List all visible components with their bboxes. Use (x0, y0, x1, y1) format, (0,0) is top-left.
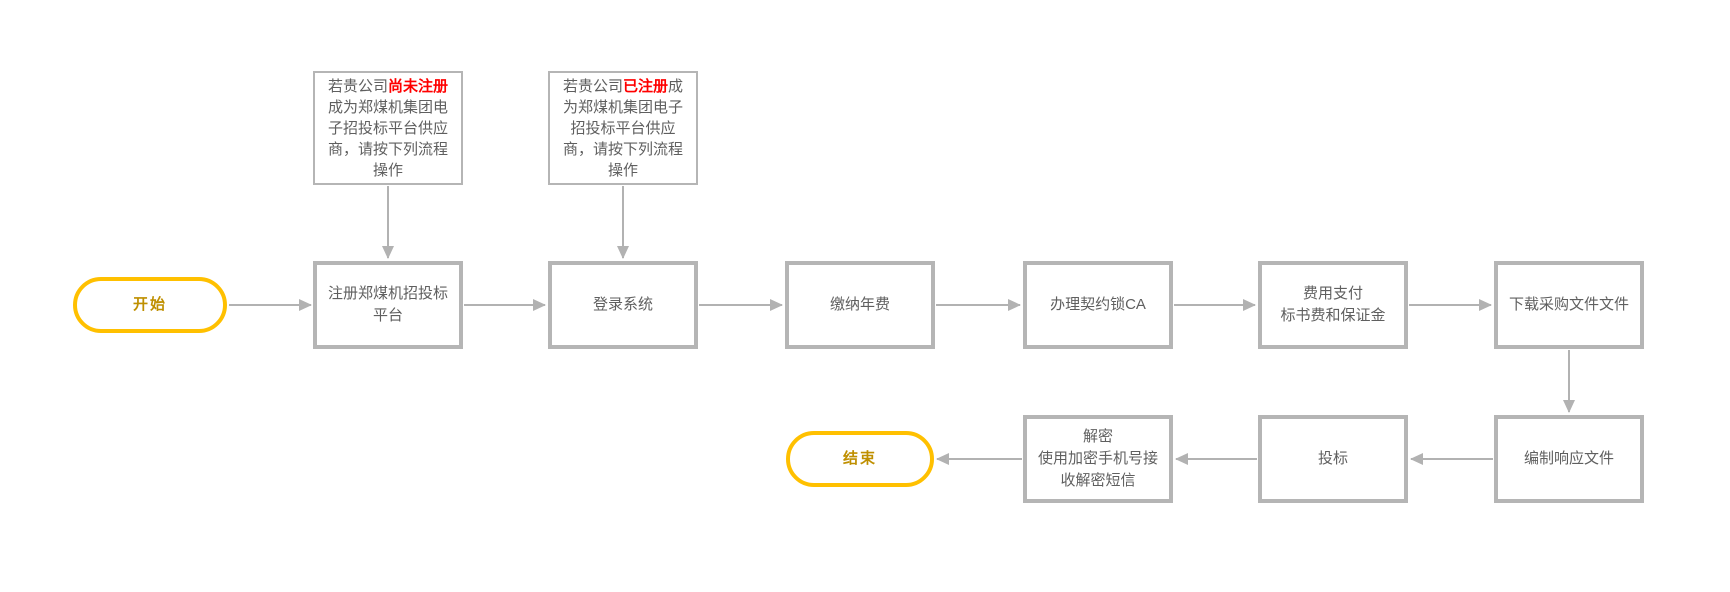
node-text-line: 使用加密手机号接 (1038, 448, 1158, 470)
text-segment: 成为郑煤机集团电 (327, 98, 448, 116)
text-segment: 解密 (1082, 428, 1113, 445)
text-segment: 操作 (607, 161, 638, 179)
step-decrypt-sms: 解密使用加密手机号接收解密短信 (1023, 415, 1173, 503)
text-segment: 编制响应文件 (1523, 450, 1614, 467)
node-text-line: 成为郑煤机集团电 (328, 97, 448, 118)
node-text-line: 缴纳年费 (830, 294, 890, 316)
text-segment: 标书费和保证金 (1280, 307, 1386, 324)
node-text-line: 操作 (373, 160, 403, 181)
text-segment: 使用加密手机号接 (1037, 450, 1158, 467)
node-text-line: 开始 (133, 295, 167, 315)
node-text-line: 商，请按下列流程 (563, 139, 683, 160)
node-text-line: 费用支付 (1303, 283, 1363, 305)
step-submit-bid: 投标 (1258, 415, 1408, 503)
text-segment: 商，请按下列流程 (562, 140, 683, 158)
node-text-line: 投标 (1318, 448, 1348, 470)
text-segment: 下载采购文件文件 (1508, 296, 1629, 313)
node-text-line: 若贵公司尚未注册 (328, 76, 448, 97)
step-download-procurement-files: 下载采购文件文件 (1494, 261, 1644, 349)
node-text-line: 收解密短信 (1060, 470, 1135, 492)
node-text-line: 为郑煤机集团电子 (563, 97, 683, 118)
node-text-line: 若贵公司已注册成 (563, 76, 683, 97)
highlighted-text: 已注册 (622, 77, 668, 95)
text-segment: 投标 (1317, 450, 1348, 467)
note-registered: 若贵公司已注册成为郑煤机集团电子招投标平台供应商，请按下列流程操作 (548, 71, 698, 185)
text-segment: 招投标平台供应 (570, 119, 676, 137)
start-node: 开始 (73, 277, 227, 333)
text-segment: 开始 (132, 296, 167, 313)
text-segment: 结束 (842, 450, 877, 467)
text-segment: 平台 (372, 307, 403, 324)
node-text-line: 解密 (1083, 426, 1113, 448)
end-node: 结束 (786, 431, 934, 487)
step-pay-annual-fee: 缴纳年费 (785, 261, 935, 349)
text-segment: 注册郑煤机招投标 (327, 285, 448, 302)
text-segment: 为郑煤机集团电子 (562, 98, 683, 116)
node-text-line: 编制响应文件 (1524, 448, 1614, 470)
highlighted-text: 尚未注册 (388, 77, 449, 95)
step-login-system: 登录系统 (548, 261, 698, 349)
text-segment: 若贵公司 (327, 77, 388, 95)
step-prepare-response-files: 编制响应文件 (1494, 415, 1644, 503)
node-text-line: 结束 (843, 449, 877, 469)
step-handle-qiyuesuo-ca: 办理契约锁CA (1023, 261, 1173, 349)
node-text-line: 子招投标平台供应 (328, 118, 448, 139)
step-register-platform: 注册郑煤机招投标平台 (313, 261, 463, 349)
node-text-line: 招投标平台供应 (570, 118, 675, 139)
node-text-line: 商，请按下列流程 (328, 139, 448, 160)
node-text-line: 操作 (608, 160, 638, 181)
node-text-line: 登录系统 (593, 294, 653, 316)
step-fee-payment: 费用支付标书费和保证金 (1258, 261, 1408, 349)
text-segment: 商，请按下列流程 (327, 140, 448, 158)
text-segment: 若贵公司 (562, 77, 623, 95)
node-text-line: 注册郑煤机招投标 (328, 283, 448, 305)
text-segment: 登录系统 (592, 296, 653, 313)
node-text-line: 标书费和保证金 (1280, 305, 1385, 327)
text-segment: 操作 (372, 161, 403, 179)
text-segment: 费用支付 (1302, 285, 1363, 302)
note-not-registered: 若贵公司尚未注册成为郑煤机集团电子招投标平台供应商，请按下列流程操作 (313, 71, 463, 185)
node-text-line: 办理契约锁CA (1050, 294, 1146, 316)
text-segment: 成 (668, 77, 684, 95)
text-segment: 子招投标平台供应 (327, 119, 448, 137)
text-segment: 缴纳年费 (829, 296, 890, 313)
text-segment: 办理契约锁CA (1050, 296, 1146, 313)
node-text-line: 下载采购文件文件 (1509, 294, 1629, 316)
node-text-line: 平台 (373, 305, 403, 327)
text-segment: 收解密短信 (1060, 472, 1136, 489)
